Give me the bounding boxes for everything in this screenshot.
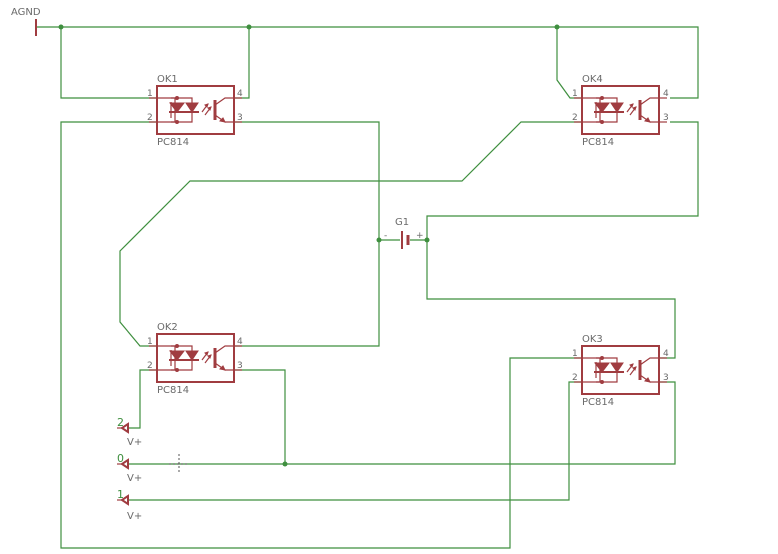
ok2-pin4: 4 [237,337,243,347]
ok4-pin2: 2 [572,113,578,123]
optocoupler-icon [147,84,244,136]
ok3-pin1: 1 [572,349,578,359]
optocoupler-ok4: OK4 PC814 1 2 3 4 [572,74,669,148]
ok3-value: PC814 [582,397,614,408]
wire-battery-plus-ok3-pin4 [426,240,676,359]
ok2-pin2: 2 [147,361,153,371]
battery-minus-label: - [384,231,387,241]
wire-ok4-pin3-battery-plus [426,121,699,240]
ok1-pin1: 1 [147,89,153,99]
ok2-name: OK2 [157,322,178,333]
wire-ok2-pin3-input0 [234,369,286,464]
optocoupler-ok3: OK3 PC814 1 2 3 4 [572,334,669,408]
agnd-symbol: AGND [11,7,41,36]
wire-agnd-ok1-pin4 [234,27,250,99]
ok4-name: OK4 [582,74,603,85]
input2-number: 2 [117,416,124,429]
ok4-pin1: 1 [572,89,578,99]
input2-supply: V+ [127,437,142,448]
battery-g1: G1 - + [384,217,424,249]
battery-name: G1 [395,217,409,228]
optocoupler-icon [572,84,669,136]
input-1: 1 V+ [117,488,142,522]
wire-agnd-ok4-pin1 [556,27,582,99]
ok2-pin1: 1 [147,337,153,347]
junction-dot [424,237,430,243]
optocoupler-icon [147,332,244,384]
input0-supply: V+ [127,473,142,484]
ok1-pin3: 3 [237,113,243,123]
input-arrow-icon [120,422,129,434]
wires [37,26,699,549]
optocoupler-icon [572,344,669,396]
ok4-value: PC814 [582,137,614,148]
input-arrow-icon [120,458,129,470]
optocoupler-ok2: OK2 PC814 1 2 3 4 [147,322,244,396]
input-0: 0 V+ [117,452,142,484]
ok2-value: PC814 [157,385,189,396]
ok1-name: OK1 [157,74,178,85]
junction-dot [246,24,252,30]
junction-dot [554,24,560,30]
junction-dot [58,24,64,30]
agnd-label: AGND [11,7,41,18]
ok3-pin4: 4 [663,349,669,359]
ok1-value: PC814 [157,137,189,148]
wire-agnd-rail [37,26,699,99]
input-arrow-icon [120,494,129,506]
ok4-pin3: 3 [663,113,669,123]
junction-dot [376,237,382,243]
wire-input0-ok3-pin3 [128,381,676,465]
junction-dot [282,461,288,467]
ok1-pin4: 4 [237,89,243,99]
crosshair-cursor-icon [169,454,189,474]
ok2-pin3: 3 [237,361,243,371]
ok1-pin2: 2 [147,113,153,123]
ok4-pin4: 4 [663,89,669,99]
optocoupler-ok1: OK1 PC814 1 2 3 4 [147,74,244,148]
input0-number: 0 [117,452,124,465]
wire-ok4-pin2-ok2-pin1 [119,121,582,347]
input-2: 2 V+ [117,416,142,448]
battery-plus-label: + [416,231,424,241]
ok3-name: OK3 [582,334,603,345]
wire-ok3-pin2-input1 [128,381,582,501]
ok3-pin3: 3 [663,373,669,383]
input1-number: 1 [117,488,124,501]
wire-agnd-ok1-pin1 [60,27,157,99]
wire-ok2-pin2-input2 [128,369,157,429]
input1-supply: V+ [127,511,142,522]
wire-ok1-pin3-battery-minus [234,121,380,347]
junctions [58,24,560,467]
wire-ok1-pin2-ok3-pin1 [60,121,582,549]
ok3-pin2: 2 [572,373,578,383]
